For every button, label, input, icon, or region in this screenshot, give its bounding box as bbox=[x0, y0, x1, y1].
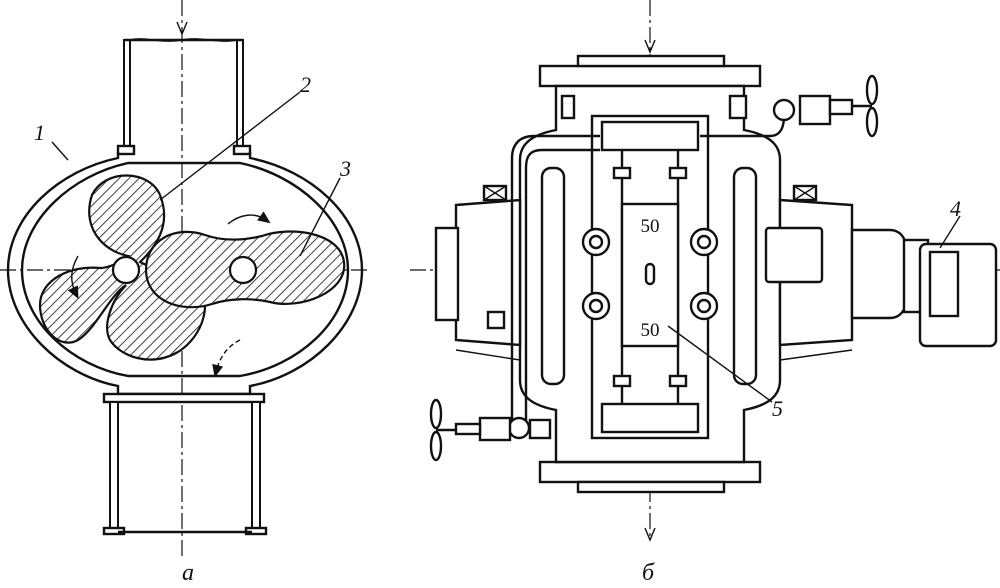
leader-4 bbox=[939, 215, 961, 249]
leader-1 bbox=[51, 141, 69, 161]
label-5: 5 bbox=[772, 396, 783, 421]
terminal-box bbox=[764, 226, 824, 284]
caption-a: а bbox=[182, 560, 194, 586]
top-flange bbox=[538, 64, 762, 88]
window-value-top: 50 bbox=[641, 216, 660, 237]
leader-5 bbox=[667, 325, 773, 403]
left-flange bbox=[434, 226, 460, 322]
label-1: 1 bbox=[34, 120, 45, 145]
rotation-arrows bbox=[67, 211, 271, 378]
motor bbox=[850, 228, 998, 348]
flow-arrow-out bbox=[644, 527, 656, 542]
label-3: 3 bbox=[339, 156, 351, 181]
label-2: 2 bbox=[300, 72, 311, 97]
bypass-pipe bbox=[510, 134, 600, 424]
right-view: 50 50 bbox=[410, 0, 1000, 586]
flow-arrow-in bbox=[176, 21, 188, 36]
bearing-covers bbox=[581, 227, 719, 321]
top-valve bbox=[560, 74, 879, 138]
caption-b: б bbox=[642, 560, 655, 586]
rotor-two-lobe bbox=[144, 230, 346, 309]
rotor-three-lobe bbox=[38, 174, 207, 361]
sight-window bbox=[620, 202, 680, 348]
bottom-valve bbox=[429, 398, 552, 462]
inlet-pipe bbox=[116, 38, 252, 156]
outlet-pipe bbox=[102, 392, 268, 536]
leader-2 bbox=[159, 91, 301, 201]
window-value-bottom: 50 bbox=[641, 320, 660, 341]
label-4: 4 bbox=[950, 196, 961, 221]
leader-3 bbox=[299, 177, 341, 257]
bottom-flange bbox=[538, 460, 762, 484]
left-view: 1 2 3 а bbox=[0, 0, 370, 586]
